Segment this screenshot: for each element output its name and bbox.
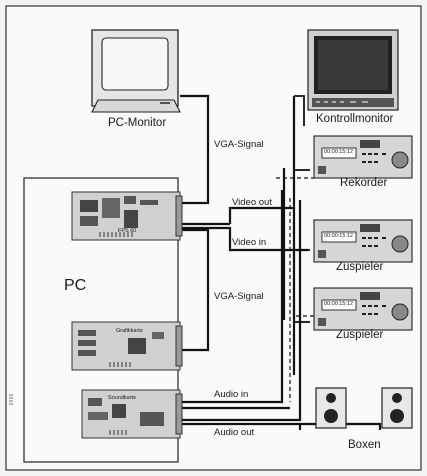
video-out-cable: [180, 206, 294, 226]
video-out-label: Video out: [232, 197, 272, 208]
fps-card: [71, 191, 183, 241]
vcr-player-1: [313, 219, 413, 263]
connector-stubs: [294, 95, 310, 323]
vga-signal-bottom-label: VGA-Signal: [214, 291, 264, 302]
control-monitor: [307, 29, 399, 111]
video-in-label: Video in: [232, 237, 267, 248]
control-monitor-label: Kontrollmonitor: [316, 113, 394, 125]
video-in-cable: [180, 226, 308, 252]
player-1-label: Zuspieler: [336, 261, 384, 273]
vcr-player-2: [313, 287, 413, 331]
speaker-left: [315, 387, 347, 429]
pc-case: [23, 177, 179, 463]
vcr-recorder: [313, 135, 413, 179]
audio-in-label: Audio in: [214, 389, 249, 400]
vga-signal-top-label: VGA-Signal: [214, 139, 264, 150]
pc-monitor-label: PC-Monitor: [108, 117, 167, 129]
player-1-display: 00:00:15:12: [324, 233, 354, 239]
dashed-cables: [276, 177, 316, 402]
pc-case-grip: [9, 394, 13, 405]
speakers-label: Boxen: [348, 439, 381, 451]
graphics-card-label: Grafikkarte: [116, 328, 143, 334]
recorder-display: 00:00:15:12: [324, 149, 354, 155]
player-2-label: Zuspieler: [336, 329, 384, 341]
player-2-display: 00:00:15:12: [324, 301, 354, 307]
graphics-card: [71, 321, 183, 371]
audio-in-cable: [180, 190, 284, 404]
fps-card-label: FPS 60: [118, 228, 137, 234]
audio-out-cable-2: [180, 422, 382, 430]
cables: [180, 94, 382, 430]
sound-card-label: Soundkarte: [108, 395, 137, 401]
pc-monitor: [91, 29, 181, 113]
recorder-label: Rekorder: [340, 177, 388, 189]
sound-card: [81, 389, 183, 439]
vga-cable-top: [180, 94, 210, 205]
audio-out-cable: [180, 200, 302, 422]
vga-cable-bottom: [180, 228, 210, 352]
pc-label: PC: [64, 277, 87, 294]
speaker-right: [381, 387, 413, 429]
audio-out-label: Audio out: [214, 427, 255, 438]
